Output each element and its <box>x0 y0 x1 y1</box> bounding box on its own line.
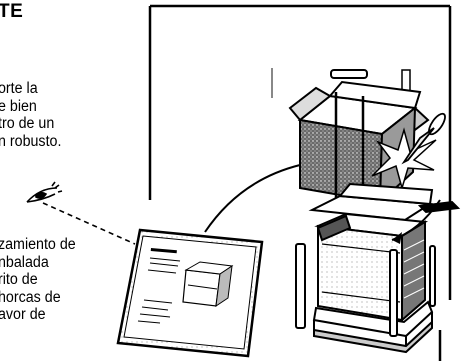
cutter-icon <box>401 112 446 165</box>
ice-machine <box>314 212 429 323</box>
frame-lines <box>148 4 452 361</box>
instruction-paragraph-2: zamiento de nbalada rito de horcas de av… <box>0 236 76 324</box>
paragraph-1-line: n robusto. <box>0 132 62 150</box>
paragraph-2-line: rito de <box>0 271 38 288</box>
manual-booklet <box>116 228 264 358</box>
shipping-pallet <box>312 300 434 354</box>
shipping-pallet-top <box>308 182 461 222</box>
lower-corner-posts <box>295 243 436 337</box>
paragraph-1-line: orte la <box>0 80 38 97</box>
arrow-head <box>392 232 402 244</box>
carton-box <box>288 69 437 212</box>
paragraph-2-line: avor de <box>0 306 46 323</box>
eye-icon <box>26 181 136 245</box>
paragraph-1-line: e bien <box>0 97 37 115</box>
paragraph-2-line: zamiento de <box>0 236 76 253</box>
paragraph-1-line: tro de un <box>0 115 55 132</box>
paragraph-2-line: nbalada <box>0 253 49 271</box>
instruction-paragraph-1: orte la e bien tro de un n robusto. <box>0 80 61 150</box>
paragraph-2-line: horcas de <box>0 288 61 306</box>
section-heading: TE <box>0 1 24 22</box>
connector-curve <box>204 164 301 233</box>
